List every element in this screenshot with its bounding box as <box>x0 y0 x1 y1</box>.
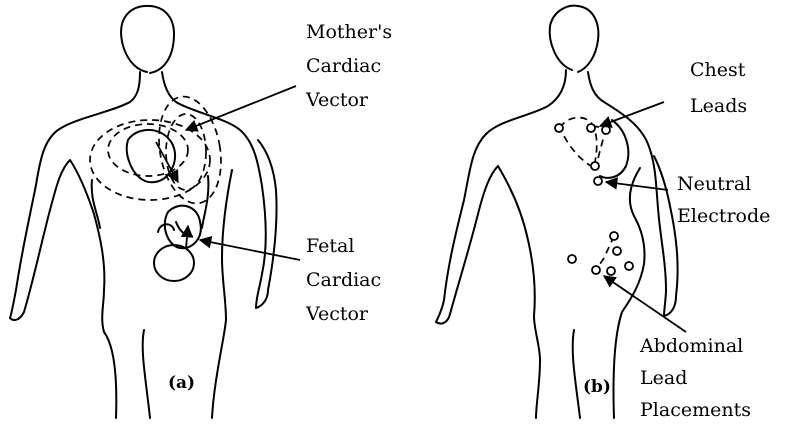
fetal-vector-line-2: Cardiac <box>306 269 381 291</box>
chest-leads-line-2: Leads <box>690 95 747 117</box>
abdominal-electrode <box>568 255 576 263</box>
mother-vector-line-3: Vector <box>305 89 369 111</box>
panel-a-mother-pointer <box>186 86 296 130</box>
panel-a-fetal-axis <box>186 226 188 248</box>
fetal-vector-line-3: Vector <box>305 303 369 325</box>
fetal-vector-label: Fetal Cardiac Vector <box>305 235 387 325</box>
chest-electrode <box>587 124 595 132</box>
panel-a-label: (a) <box>168 373 195 393</box>
panel-a-fetus <box>154 206 201 281</box>
panel-b-abdominal-dashed <box>596 236 614 270</box>
mother-vector-label: Mother's Cardiac Vector <box>305 21 398 111</box>
panel-b-abdominal-pointer <box>604 276 686 332</box>
panel-a-fetal-pointer <box>200 240 300 260</box>
panel-b: Chest Leads Neutral Electrode Abdominal … <box>436 6 770 421</box>
abdominal-leads-label: Abdominal Lead Placements <box>639 335 751 421</box>
panel-a-field-3 <box>166 114 206 190</box>
fetal-vector-line-1: Fetal <box>306 235 354 257</box>
abdominal-leads-line-3: Placements <box>640 399 751 421</box>
chest-leads-line-1: Chest <box>690 59 746 81</box>
abdominal-leads-line-2: Lead <box>640 367 687 389</box>
neutral-electrode-line-2: Electrode <box>677 205 770 227</box>
panel-b-neutral-pointer <box>606 182 668 190</box>
abdominal-electrode <box>625 262 633 270</box>
panel-a-field-1 <box>108 124 188 176</box>
panel-a-head <box>121 6 174 73</box>
panel-b-label: (b) <box>583 377 611 397</box>
chest-electrode <box>591 162 599 170</box>
chest-electrode <box>555 124 563 132</box>
panel-a: Mother's Cardiac Vector Fetal Cardiac Ve… <box>10 6 398 418</box>
chest-leads-label: Chest Leads <box>690 59 751 117</box>
neutral-electrode-line-1: Neutral <box>677 173 751 195</box>
abdominal-electrode <box>592 266 600 274</box>
panel-b-crotch <box>573 330 580 418</box>
panel-a-body-left <box>10 72 140 418</box>
abdominal-leads-line-1: Abdominal <box>639 335 743 357</box>
abdominal-electrode <box>607 267 615 275</box>
mother-vector-line-2: Cardiac <box>306 55 381 77</box>
panel-b-head <box>550 6 599 72</box>
abdominal-electrode <box>613 247 621 255</box>
neutral-electrode <box>594 177 602 185</box>
abdominal-electrode <box>610 232 618 240</box>
panel-a-crotch <box>143 330 150 418</box>
chest-electrode <box>602 126 610 134</box>
mother-vector-line-1: Mother's <box>306 21 392 43</box>
panel-b-body-left <box>436 70 566 418</box>
neutral-electrode-label: Neutral Electrode <box>677 173 770 227</box>
